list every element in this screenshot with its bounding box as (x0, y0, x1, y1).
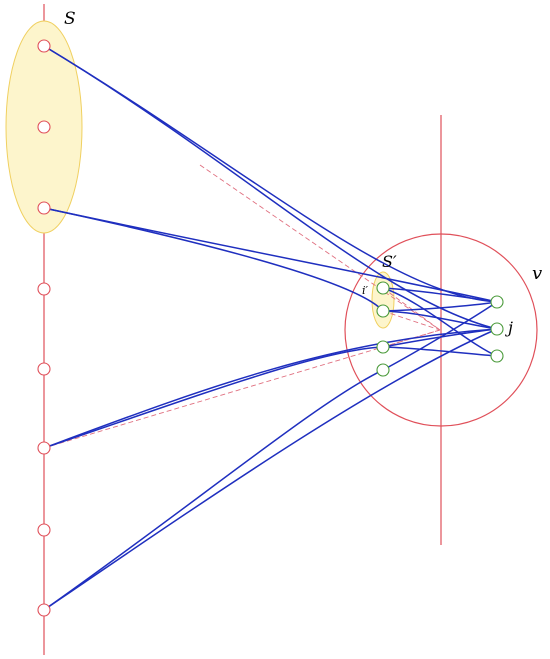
node-l4 (37, 282, 51, 296)
label-s: S (64, 9, 76, 29)
node-l8 (37, 603, 51, 617)
node-j (490, 322, 504, 336)
node-r3 (490, 349, 504, 363)
node-s2 (37, 120, 51, 134)
node-l7 (37, 523, 51, 537)
node-l6 (37, 441, 51, 455)
label-v: v (532, 263, 542, 284)
node-i2 (376, 304, 390, 318)
label-j: j (505, 318, 513, 337)
node-s1 (37, 39, 51, 53)
node-s3 (37, 201, 51, 215)
circle-v (344, 233, 538, 427)
label-i-prime: i′ (362, 284, 369, 297)
label-s-prime: S′ (382, 252, 397, 271)
dashed-lines (43, 164, 441, 449)
node-i-prime (376, 281, 390, 295)
node-i4 (376, 363, 390, 377)
node-l5 (37, 362, 51, 376)
inner-nodes (376, 281, 504, 377)
node-r1 (490, 295, 504, 309)
left-nodes (37, 39, 51, 617)
blue-edges (43, 45, 498, 611)
node-i3 (376, 340, 390, 354)
